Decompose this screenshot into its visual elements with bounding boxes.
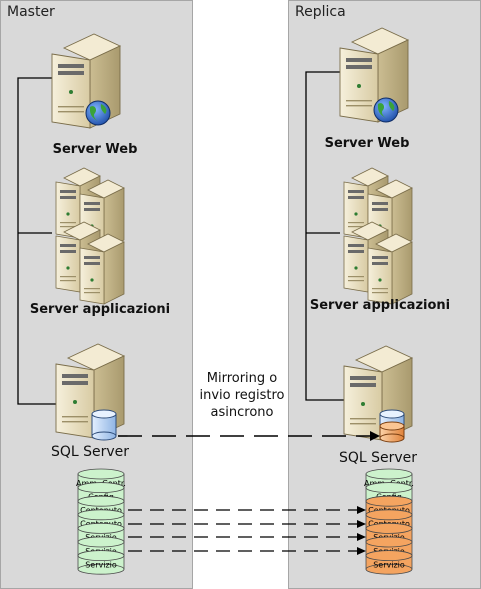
replica-db-layer: Servizio xyxy=(365,550,413,575)
sync-arrow xyxy=(128,547,366,555)
replica-db-stack: Amm. Centr.ConfigContenutoContenutoServi… xyxy=(364,468,414,575)
mirroring-label-line1: Mirroring o xyxy=(206,371,278,386)
master-web-label: Server Web xyxy=(52,142,138,157)
replica-web-label: Server Web xyxy=(324,136,410,151)
mirroring-arrow xyxy=(118,431,380,441)
master-db-layer-label: Servizio xyxy=(85,560,117,569)
mirroring-label-line3: asincrono xyxy=(210,405,274,420)
replica-app-servers-icon xyxy=(343,167,413,305)
replica-sql-label: SQL Server xyxy=(338,450,418,466)
master-web-server-icon xyxy=(51,33,121,129)
master-database-icon xyxy=(91,409,117,441)
replica-app-label: Server applicazioni xyxy=(309,298,451,313)
master-sql-label: SQL Server xyxy=(50,444,130,460)
master-db-layer: Servizio xyxy=(77,550,125,575)
sync-arrow xyxy=(128,533,366,541)
master-app-label: Server applicazioni xyxy=(29,302,171,317)
mirroring-label: Mirroring o invio registro asincrono xyxy=(187,370,297,421)
replica-database-icon xyxy=(379,409,405,443)
master-db-stack: Amm. Centr.ConfigContenutoContenutoServi… xyxy=(76,468,126,575)
mirroring-label-line2: invio registro xyxy=(199,388,285,403)
sync-arrow xyxy=(128,506,366,514)
replica-web-server-icon xyxy=(339,27,409,123)
replica-sql-server-icon xyxy=(343,345,413,443)
replica-title: Replica xyxy=(295,4,346,20)
master-sql-server-icon xyxy=(55,343,125,441)
master-app-servers-icon xyxy=(55,167,125,305)
master-title: Master xyxy=(7,4,55,20)
sync-arrow xyxy=(128,520,366,528)
replica-db-layer-label: Servizio xyxy=(373,560,405,569)
layer-sync-arrows xyxy=(128,506,366,555)
